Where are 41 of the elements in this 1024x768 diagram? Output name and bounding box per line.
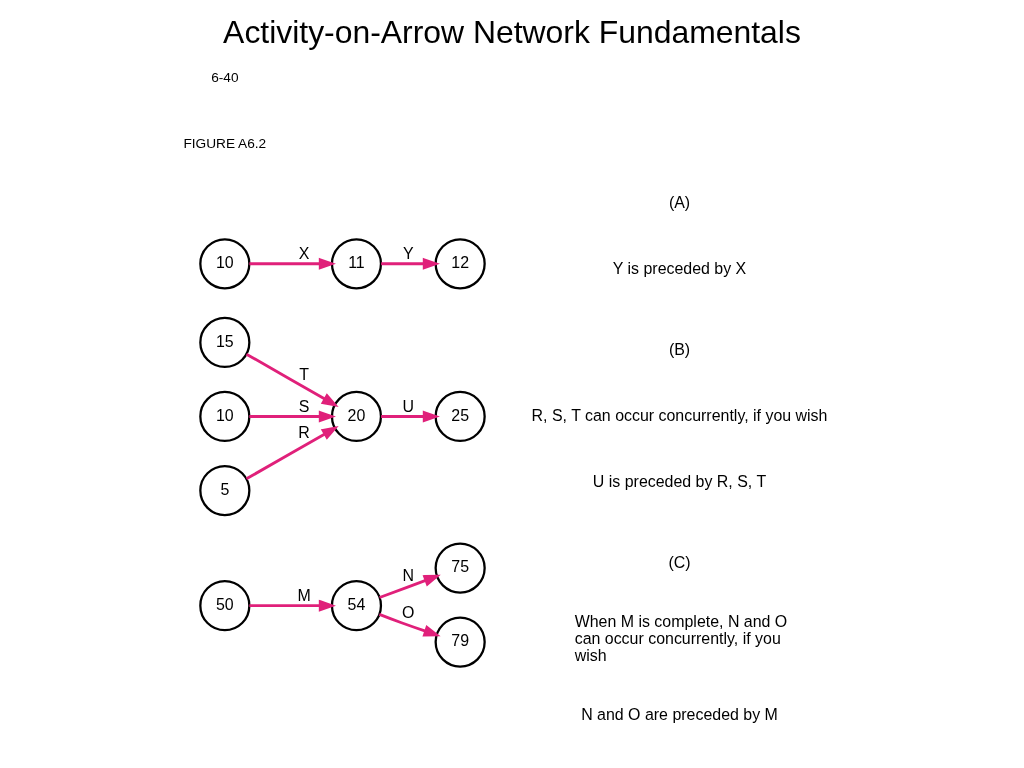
label: N and O are preceded by M: [581, 706, 778, 724]
edge-label: R: [298, 424, 310, 442]
arrow: [378, 613, 441, 637]
node-circle: 11: [330, 238, 383, 290]
label: R, S, T can occur concurrently, if you wish: [531, 406, 828, 424]
node-circle: 75: [434, 542, 486, 594]
node-circle: 12: [434, 238, 486, 290]
node-circle: 54: [330, 580, 383, 632]
edge-label: O: [402, 604, 415, 622]
edge-label: Y: [402, 245, 414, 263]
edge-label: U: [402, 398, 415, 416]
label: 6-40: [211, 69, 239, 85]
node-circle: 10: [199, 238, 251, 290]
arrow: [249, 410, 336, 423]
arrow: [381, 257, 440, 270]
label: U is preceded by R, S, T: [592, 472, 767, 490]
node-circle: 10: [199, 390, 251, 443]
label: (B): [668, 340, 691, 358]
label: (A): [668, 193, 691, 211]
arrow: [249, 257, 336, 270]
label: When M is complete, N and O can occur concurrently, if you wish: [574, 612, 788, 665]
node-circle: 50: [199, 580, 251, 632]
arrow: [381, 410, 440, 423]
diagram-title: Activity-on-Arrow Network Fundamentals: [223, 14, 801, 51]
node-circle: 25: [434, 390, 486, 443]
edge-label: S: [298, 398, 310, 416]
arrow: [245, 426, 339, 481]
arrow: [245, 352, 339, 407]
arrow: [379, 574, 441, 599]
label: (C): [668, 553, 691, 571]
label: Y is preceded by X: [612, 259, 747, 277]
edge-label: T: [299, 366, 309, 384]
edge-label: X: [298, 245, 310, 263]
node-circle: 5: [199, 464, 251, 517]
node-circle: 15: [199, 316, 251, 369]
edge-label: M: [297, 587, 311, 605]
node-circle: 20: [330, 390, 383, 443]
edge-label: N: [402, 566, 415, 584]
label: FIGURE A6.2: [183, 135, 267, 151]
arrow: [249, 599, 336, 612]
node-circle: 79: [434, 616, 486, 668]
